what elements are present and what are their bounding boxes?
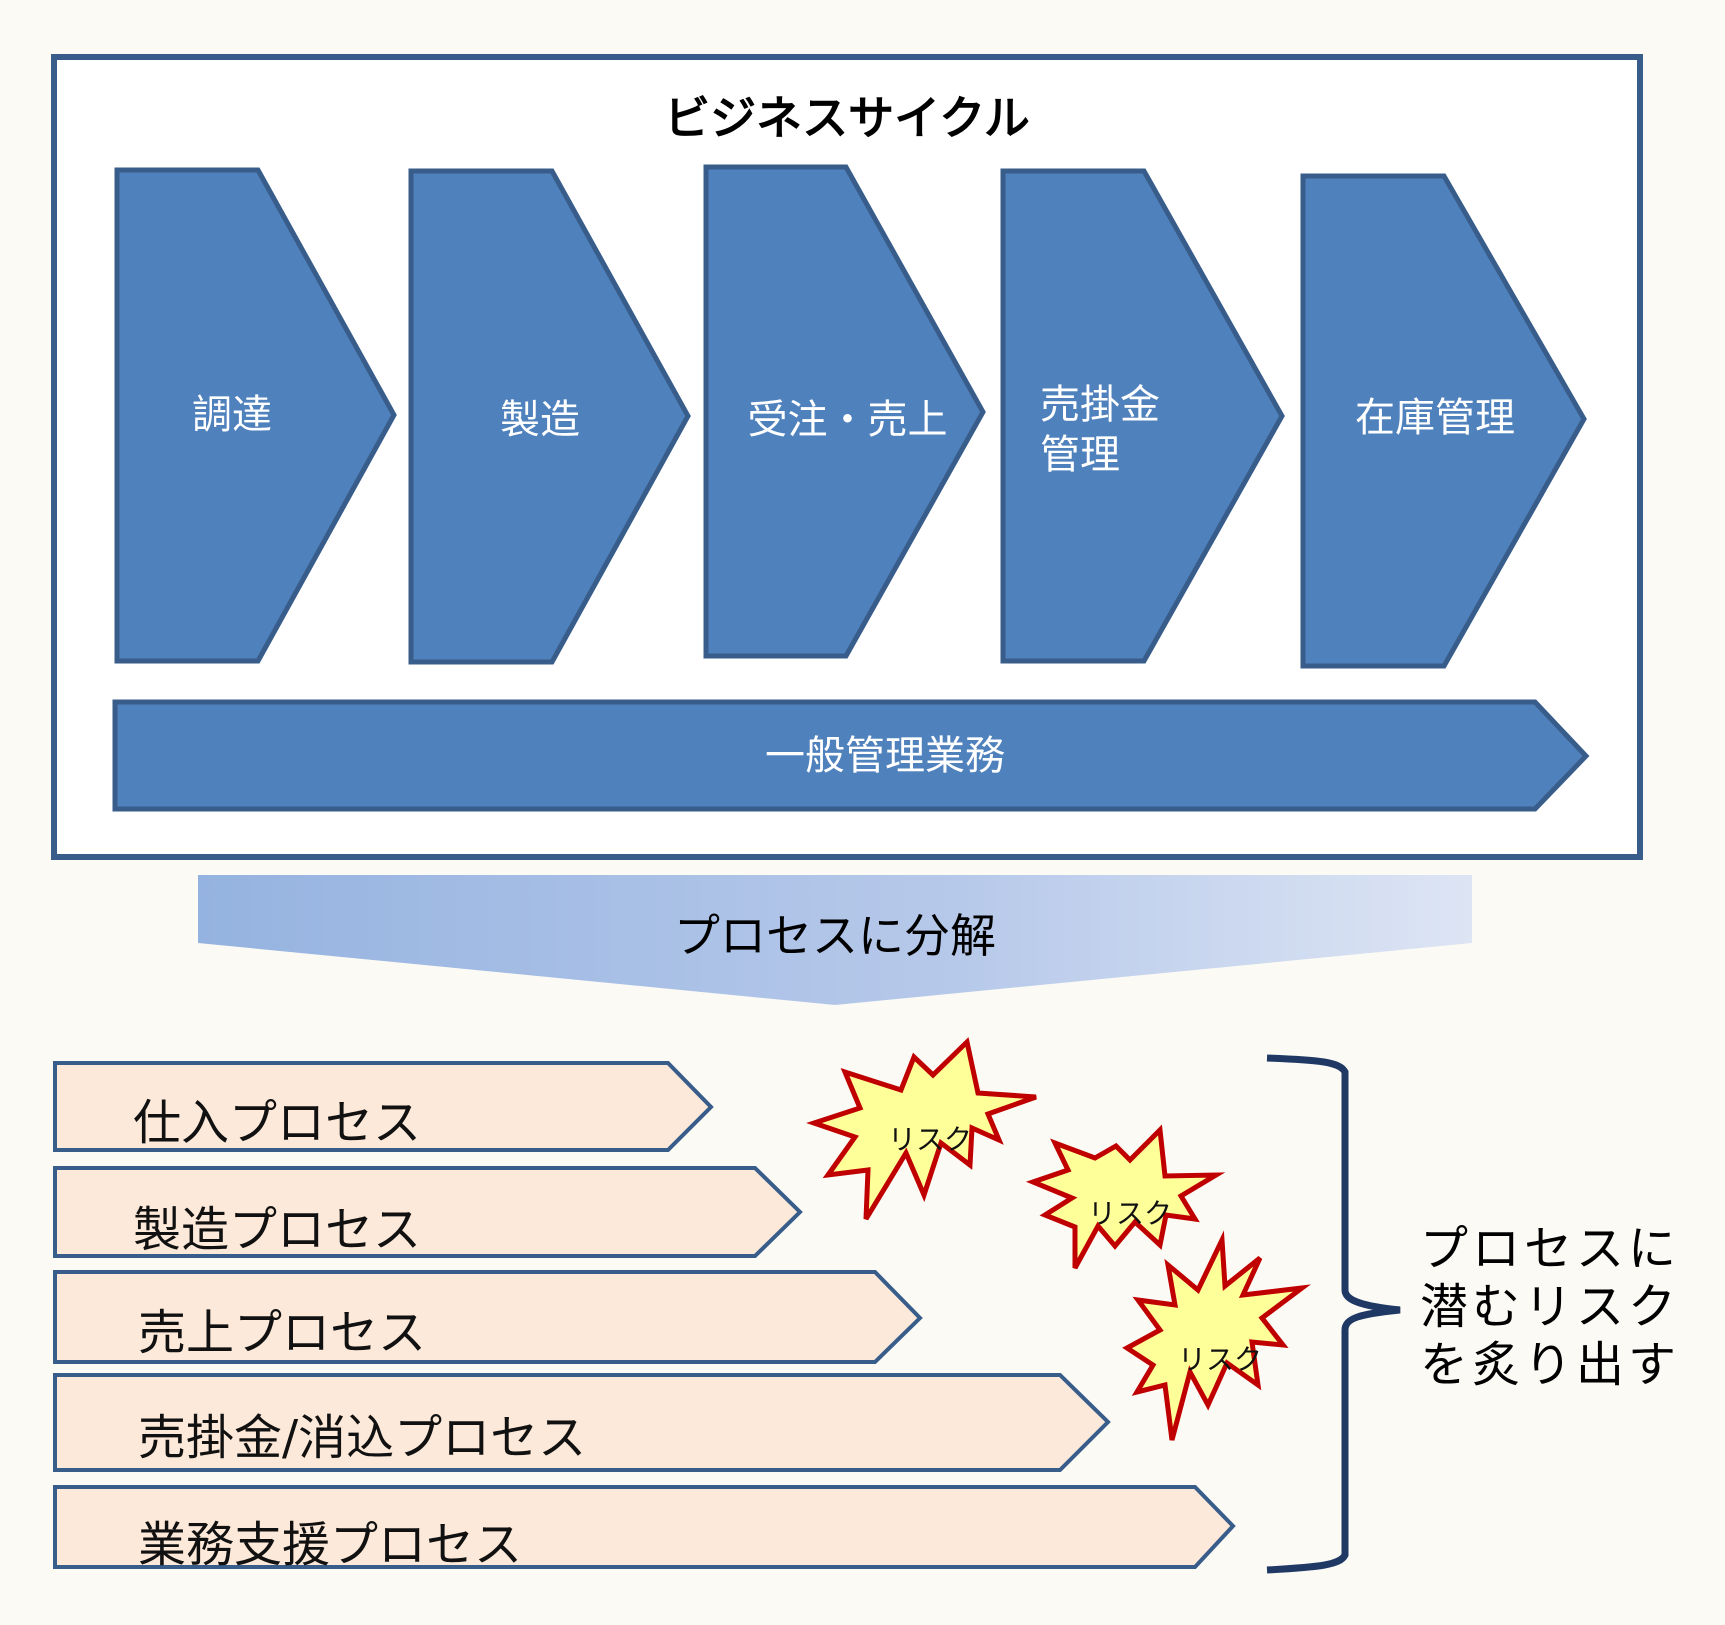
business-cycle-title: ビジネスサイクル — [664, 91, 1030, 145]
decompose-arrow-label: プロセスに分解 — [674, 909, 996, 963]
chevron-label-inventory: 在庫管理 — [1355, 395, 1515, 441]
decompose-arrow — [198, 875, 1472, 1005]
risk-burst-1 — [806, 1037, 1037, 1221]
process-label-purchasing: 仕入プロセス — [133, 1095, 422, 1151]
chevron-label-receivables: 売掛金 管理 — [1040, 382, 1160, 478]
conclusion-line-3: を炙り出す — [1420, 1337, 1681, 1393]
process-arrow-sales — [53, 1270, 923, 1364]
curly-bracket — [1266, 1054, 1401, 1574]
conclusion-line-2: 潜むリスク — [1420, 1279, 1681, 1335]
process-arrow-receivables — [53, 1373, 1111, 1472]
conclusion-text: プロセスに 潜むリスク を炙り出す — [1420, 1220, 1720, 1394]
chevron-procurement — [114, 167, 397, 664]
risk-label-1: リスク — [887, 1123, 972, 1156]
risk-burst-2 — [1025, 1124, 1226, 1270]
process-label-support: 業務支援プロセス — [138, 1517, 523, 1573]
process-label-receivables: 売掛金/消込プロセス — [138, 1410, 587, 1466]
process-arrow-manufacturing — [53, 1166, 803, 1258]
general-management-label: 一般管理業務 — [765, 733, 1005, 779]
process-label-manufacturing: 製造プロセス — [133, 1202, 422, 1258]
general-management-bar — [112, 699, 1590, 812]
chevron-orders-sales — [703, 164, 986, 659]
risk-label-2: リスク — [1087, 1197, 1172, 1230]
chevron-label-procurement: 調達 — [192, 392, 272, 438]
chevron-label-manufacturing: 製造 — [500, 397, 580, 443]
conclusion-line-1: プロセスに — [1420, 1221, 1681, 1277]
process-arrow-purchasing — [53, 1061, 714, 1152]
risk-label-3: リスク — [1177, 1343, 1262, 1376]
risk-burst-3 — [1122, 1230, 1311, 1441]
chevron-label-orders-sales: 受注・売上 — [747, 397, 948, 443]
chevron-manufacturing — [408, 168, 691, 665]
chevron-inventory — [1300, 173, 1587, 669]
process-label-sales: 売上プロセス — [138, 1305, 427, 1361]
chevron-receivables — [1000, 168, 1285, 664]
process-arrow-support — [53, 1485, 1236, 1569]
